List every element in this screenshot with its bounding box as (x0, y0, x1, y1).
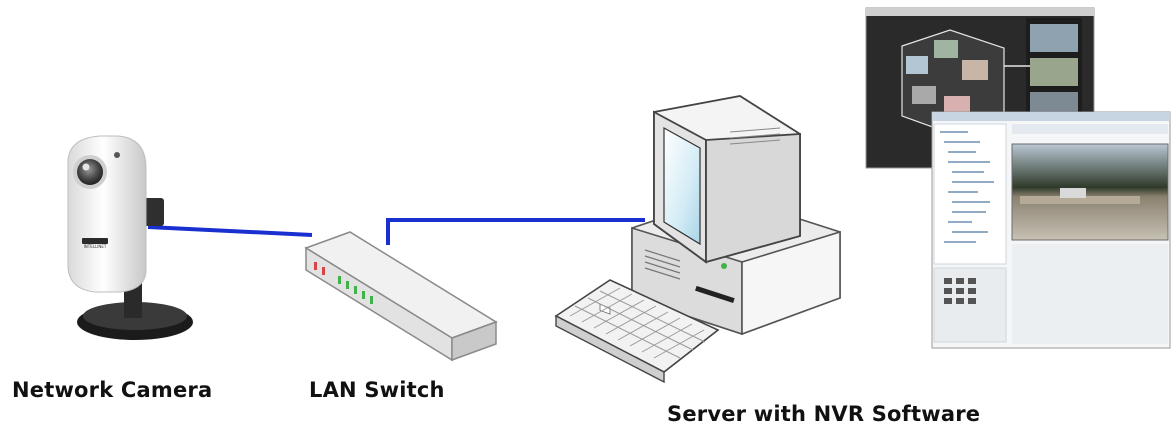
camera-brand-logo: INTELLINET (84, 244, 107, 249)
switch-status-leds (314, 262, 373, 304)
cable-camera-switch (147, 225, 313, 237)
cable-switch-server (386, 218, 645, 245)
network-camera-icon: INTELLINET (67, 135, 193, 340)
lan-switch-icon (304, 231, 498, 362)
desktop-computer-icon (554, 95, 841, 384)
network-cables (147, 218, 645, 245)
server-nvr-label: Server with NVR Software (667, 402, 981, 426)
nvr-software-screenshot (865, 7, 1171, 349)
keyboard-icon (554, 279, 720, 384)
network-camera-label: Network Camera (12, 378, 213, 402)
lan-switch-label: LAN Switch (309, 378, 445, 402)
nvr-live-view-window (931, 111, 1171, 349)
